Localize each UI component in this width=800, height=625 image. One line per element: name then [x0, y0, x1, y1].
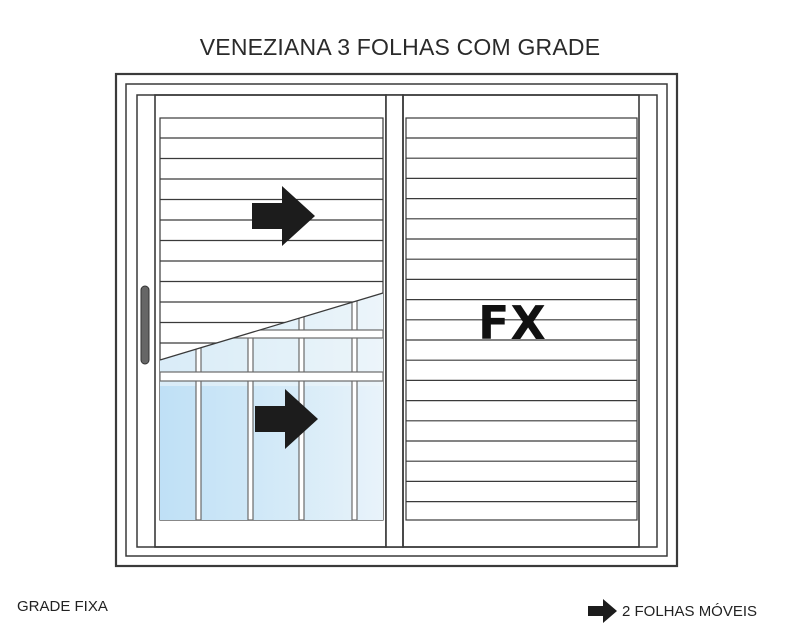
grade-bar: [351, 293, 358, 520]
grade-fixa-label: GRADE FIXA: [17, 598, 108, 615]
grade-bar: [195, 293, 202, 520]
legend-text: 2 FOLHAS MÓVEIS: [622, 602, 758, 620]
grade-rail: [160, 329, 383, 339]
arrow-right-icon: [255, 389, 318, 449]
diagram-title: VENEZIANA 3 FOLHAS COM GRADE: [199, 34, 601, 60]
grade-rail: [160, 371, 383, 382]
fixed-grade-glass: [160, 293, 383, 520]
arrow-right-icon: [588, 599, 617, 623]
center-mullion: [385, 94, 404, 548]
cutaway-line: [159, 292, 384, 361]
right-louver-slats: [406, 137, 637, 503]
handle-icon: [140, 285, 150, 365]
left-louver-slats: [160, 137, 383, 344]
fixed-panel-label: FX: [478, 296, 547, 350]
legend: 2 FOLHAS MÓVEIS: [586, 598, 757, 624]
grade-bar: [247, 293, 254, 520]
right-fixed-sash-frame: [402, 94, 640, 548]
arrow-right-icon: [252, 186, 315, 246]
